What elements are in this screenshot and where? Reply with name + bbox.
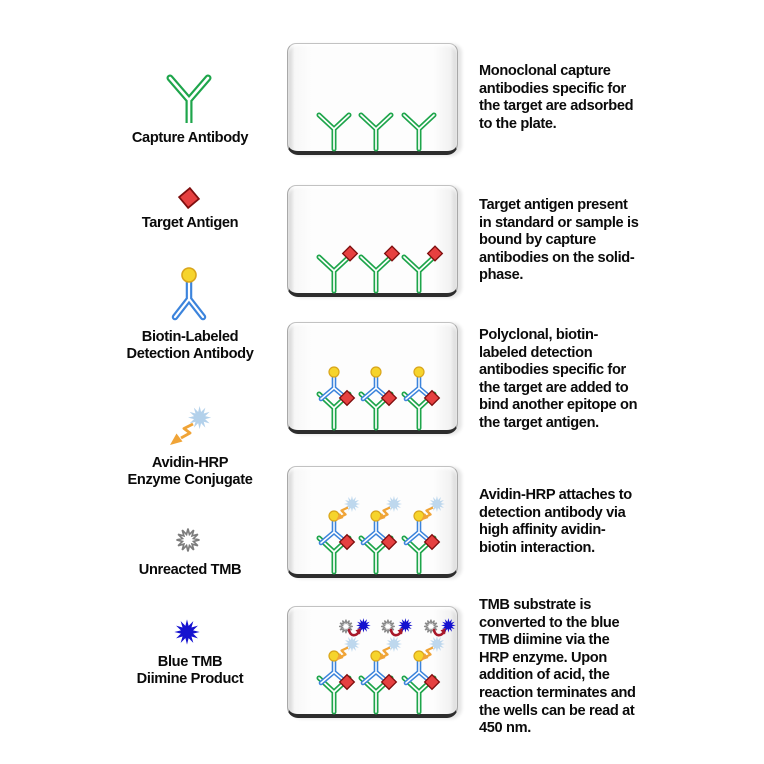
detection-antibody-icon <box>171 267 207 321</box>
well-content-step-1 <box>288 44 457 151</box>
well-step-3 <box>287 322 458 434</box>
well-content-step-4 <box>288 467 457 574</box>
legend-label-unreacted-tmb: Unreacted TMB <box>138 562 242 578</box>
blue-tmb-icon <box>174 619 200 645</box>
legend-label-detection-antibody: Biotin-Labeled Detection Antibody <box>126 329 254 362</box>
target-antigen-icon <box>178 187 200 209</box>
well-step-4 <box>287 466 458 578</box>
capture-antibody-icon <box>166 74 212 123</box>
legend-label-target-antigen: Target Antigen <box>141 215 239 231</box>
step-1-description: Monoclonal capture antibodies specific f… <box>479 63 634 132</box>
unreacted-tmb-icon <box>175 527 201 553</box>
well-step-2 <box>287 185 458 297</box>
legend-label-avidin-hrp: Avidin-HRP Enzyme Conjugate <box>127 455 253 488</box>
step-5-description: TMB substrate is converted to the blue T… <box>479 597 636 737</box>
step-3-description: Polyclonal, biotin- labeled detection an… <box>479 327 638 431</box>
well-step-1 <box>287 43 458 155</box>
legend-label-capture-antibody: Capture Antibody <box>131 130 249 146</box>
avidin-hrp-icon <box>170 406 212 445</box>
step-2-description: Target antigen present in standard or sa… <box>479 197 639 284</box>
well-content-step-3 <box>288 323 457 430</box>
well-content-step-2 <box>288 186 457 293</box>
well-content-step-5 <box>288 607 457 714</box>
well-step-5 <box>287 606 458 718</box>
step-4-description: Avidin-HRP attaches to detection antibod… <box>479 487 632 556</box>
legend-label-blue-tmb: Blue TMB Diimine Product <box>136 654 244 687</box>
